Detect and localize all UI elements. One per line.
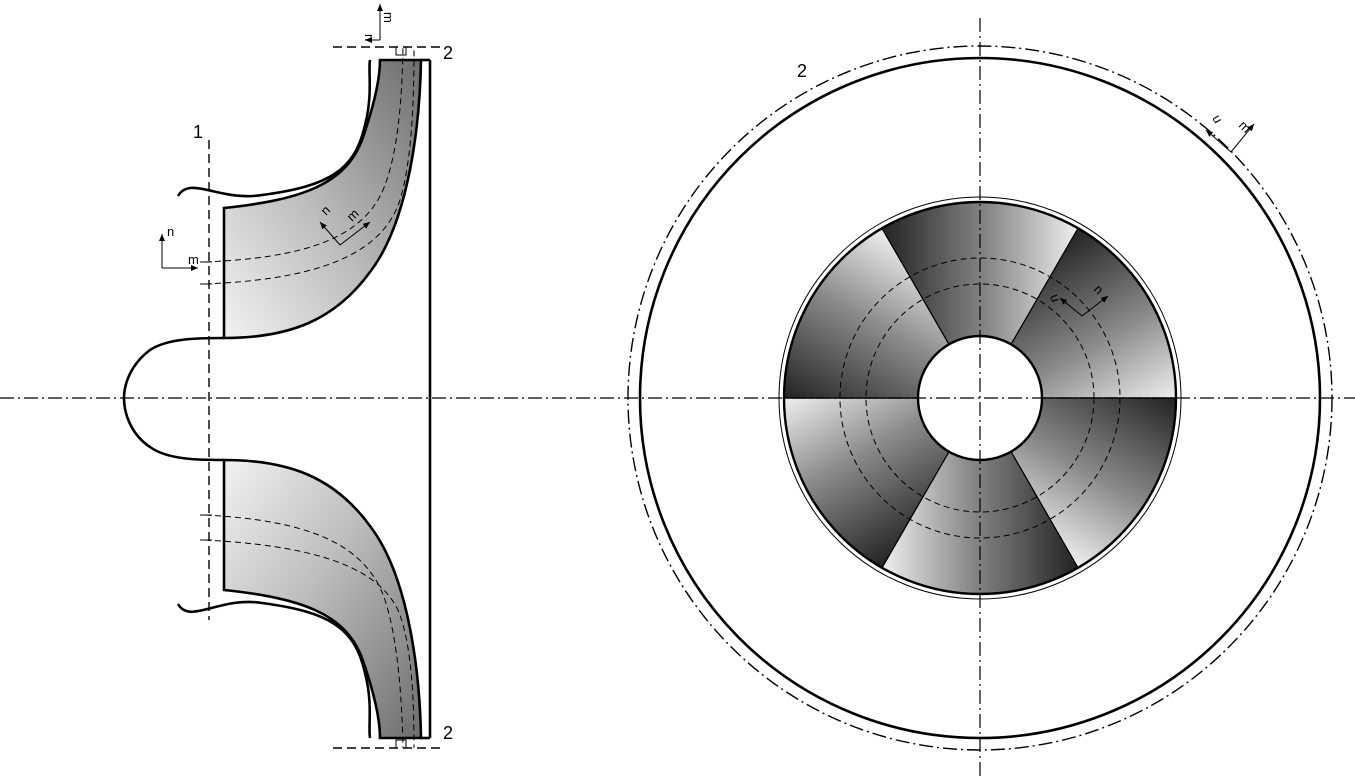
passage-bottom <box>222 458 423 740</box>
label-station-2-top: 2 <box>443 43 453 63</box>
passage-top <box>222 58 423 340</box>
label-station-1: 1 <box>193 122 203 142</box>
label-station-2-front: 2 <box>797 61 807 81</box>
svg-text:u: u <box>1209 112 1226 126</box>
inlet-axes: n m <box>159 224 199 271</box>
label-station-2-bottom: 2 <box>443 723 453 743</box>
svg-text:m: m <box>381 12 396 23</box>
svg-text:u: u <box>1047 292 1064 304</box>
side-view: 1 2 2 n m n m m n <box>122 4 453 749</box>
svg-text:m: m <box>188 252 199 267</box>
svg-text:m: m <box>1236 118 1254 136</box>
outlet-axes-front: u m <box>1205 112 1255 153</box>
outlet-axes: m n <box>362 4 396 43</box>
svg-text:n: n <box>167 224 174 239</box>
svg-text:n: n <box>362 34 377 41</box>
